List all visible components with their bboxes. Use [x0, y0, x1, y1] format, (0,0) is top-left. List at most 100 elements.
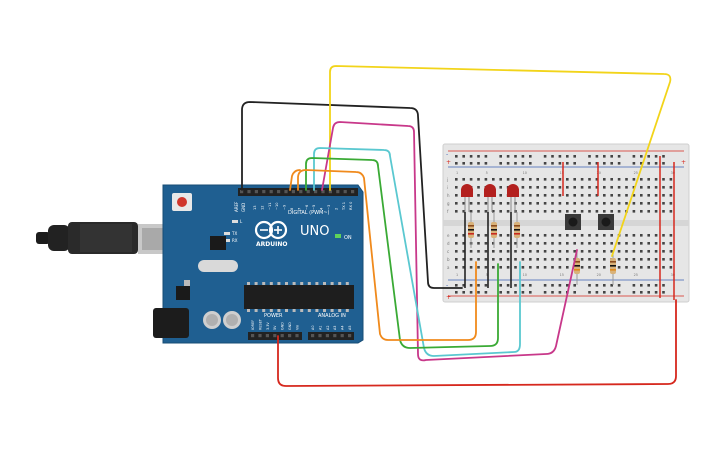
bb-hole[interactable]: [543, 234, 547, 237]
bb-hole[interactable]: [632, 202, 636, 205]
bb-hole[interactable]: [455, 162, 458, 165]
bb-hole[interactable]: [617, 250, 621, 253]
bb-hole[interactable]: [566, 178, 569, 181]
bb-hole[interactable]: [580, 266, 584, 269]
bb-hole[interactable]: [603, 284, 606, 287]
bb-hole[interactable]: [551, 250, 554, 253]
bb-hole[interactable]: [669, 178, 673, 181]
bb-hole[interactable]: [610, 178, 613, 181]
bb-hole[interactable]: [625, 250, 628, 253]
bb-hole[interactable]: [566, 155, 569, 158]
bb-hole[interactable]: [640, 250, 643, 253]
bb-hole[interactable]: [654, 250, 658, 253]
bb-hole[interactable]: [573, 162, 576, 165]
bb-hole[interactable]: [610, 194, 613, 197]
bb-hole[interactable]: [492, 178, 495, 181]
bb-hole[interactable]: [580, 250, 584, 253]
bb-hole[interactable]: [603, 202, 606, 205]
bb-hole[interactable]: [529, 178, 532, 181]
bb-hole[interactable]: [610, 284, 613, 287]
bb-hole[interactable]: [647, 258, 650, 261]
bb-hole[interactable]: [551, 178, 554, 181]
bb-hole[interactable]: [640, 162, 643, 165]
bb-hole[interactable]: [536, 266, 539, 269]
bb-hole[interactable]: [603, 155, 606, 158]
bb-hole[interactable]: [543, 194, 547, 197]
pin-hole[interactable]: [318, 334, 322, 338]
bb-hole[interactable]: [506, 155, 510, 158]
bb-hole[interactable]: [588, 155, 591, 158]
bb-hole[interactable]: [551, 155, 554, 158]
bb-hole[interactable]: [543, 284, 547, 287]
pin-hole[interactable]: [247, 190, 251, 194]
bb-hole[interactable]: [543, 266, 547, 269]
bb-hole[interactable]: [536, 258, 539, 261]
bb-hole[interactable]: [654, 155, 658, 158]
bb-hole[interactable]: [632, 234, 636, 237]
bb-hole[interactable]: [462, 242, 465, 245]
bb-hole[interactable]: [477, 266, 480, 269]
bb-hole[interactable]: [595, 162, 599, 165]
bb-hole[interactable]: [551, 186, 554, 189]
bb-hole[interactable]: [484, 210, 488, 213]
bb-hole[interactable]: [484, 258, 488, 261]
bb-hole[interactable]: [640, 242, 643, 245]
pin-hole[interactable]: [240, 190, 244, 194]
bb-hole[interactable]: [514, 266, 517, 269]
bb-hole[interactable]: [632, 186, 636, 189]
bb-hole[interactable]: [566, 250, 569, 253]
bb-hole[interactable]: [469, 266, 473, 269]
bb-hole[interactable]: [662, 178, 665, 181]
bb-hole[interactable]: [477, 234, 480, 237]
bb-hole[interactable]: [617, 266, 621, 269]
bb-hole[interactable]: [647, 178, 650, 181]
bb-hole[interactable]: [521, 250, 525, 253]
bb-hole[interactable]: [647, 202, 650, 205]
bb-hole[interactable]: [462, 210, 465, 213]
bb-hole[interactable]: [573, 178, 576, 181]
bb-hole[interactable]: [469, 178, 473, 181]
bb-hole[interactable]: [654, 202, 658, 205]
bb-hole[interactable]: [536, 250, 539, 253]
bb-hole[interactable]: [603, 194, 606, 197]
bb-hole[interactable]: [603, 258, 606, 261]
bb-hole[interactable]: [558, 234, 562, 237]
bb-hole[interactable]: [595, 266, 599, 269]
bb-hole[interactable]: [469, 258, 473, 261]
bb-hole[interactable]: [566, 194, 569, 197]
bb-hole[interactable]: [462, 266, 465, 269]
bb-hole[interactable]: [492, 250, 495, 253]
bb-hole[interactable]: [625, 194, 628, 197]
bb-hole[interactable]: [640, 178, 643, 181]
bb-hole[interactable]: [521, 155, 525, 158]
bb-hole[interactable]: [469, 291, 473, 294]
bb-hole[interactable]: [514, 178, 517, 181]
bb-hole[interactable]: [514, 284, 517, 287]
bb-hole[interactable]: [469, 155, 473, 158]
pin-hole[interactable]: [273, 334, 277, 338]
bb-hole[interactable]: [499, 242, 502, 245]
bb-hole[interactable]: [529, 258, 532, 261]
bb-hole[interactable]: [551, 234, 554, 237]
pin-hole[interactable]: [325, 334, 329, 338]
bb-hole[interactable]: [654, 266, 658, 269]
bb-hole[interactable]: [484, 155, 488, 158]
bb-hole[interactable]: [669, 258, 673, 261]
bb-hole[interactable]: [573, 202, 576, 205]
bb-hole[interactable]: [617, 202, 621, 205]
bb-hole[interactable]: [617, 258, 621, 261]
bb-hole[interactable]: [662, 210, 665, 213]
led-red-3[interactable]: [507, 184, 519, 212]
bb-hole[interactable]: [469, 210, 473, 213]
bb-hole[interactable]: [543, 186, 547, 189]
bb-hole[interactable]: [484, 291, 488, 294]
bb-hole[interactable]: [640, 202, 643, 205]
pin-hole[interactable]: [311, 334, 315, 338]
bb-hole[interactable]: [640, 155, 643, 158]
bb-hole[interactable]: [647, 266, 650, 269]
wire-magenta[interactable]: [321, 121, 578, 362]
resistor-4[interactable]: [574, 250, 580, 285]
bb-hole[interactable]: [595, 258, 599, 261]
bb-hole[interactable]: [455, 284, 458, 287]
bb-hole[interactable]: [566, 186, 569, 189]
